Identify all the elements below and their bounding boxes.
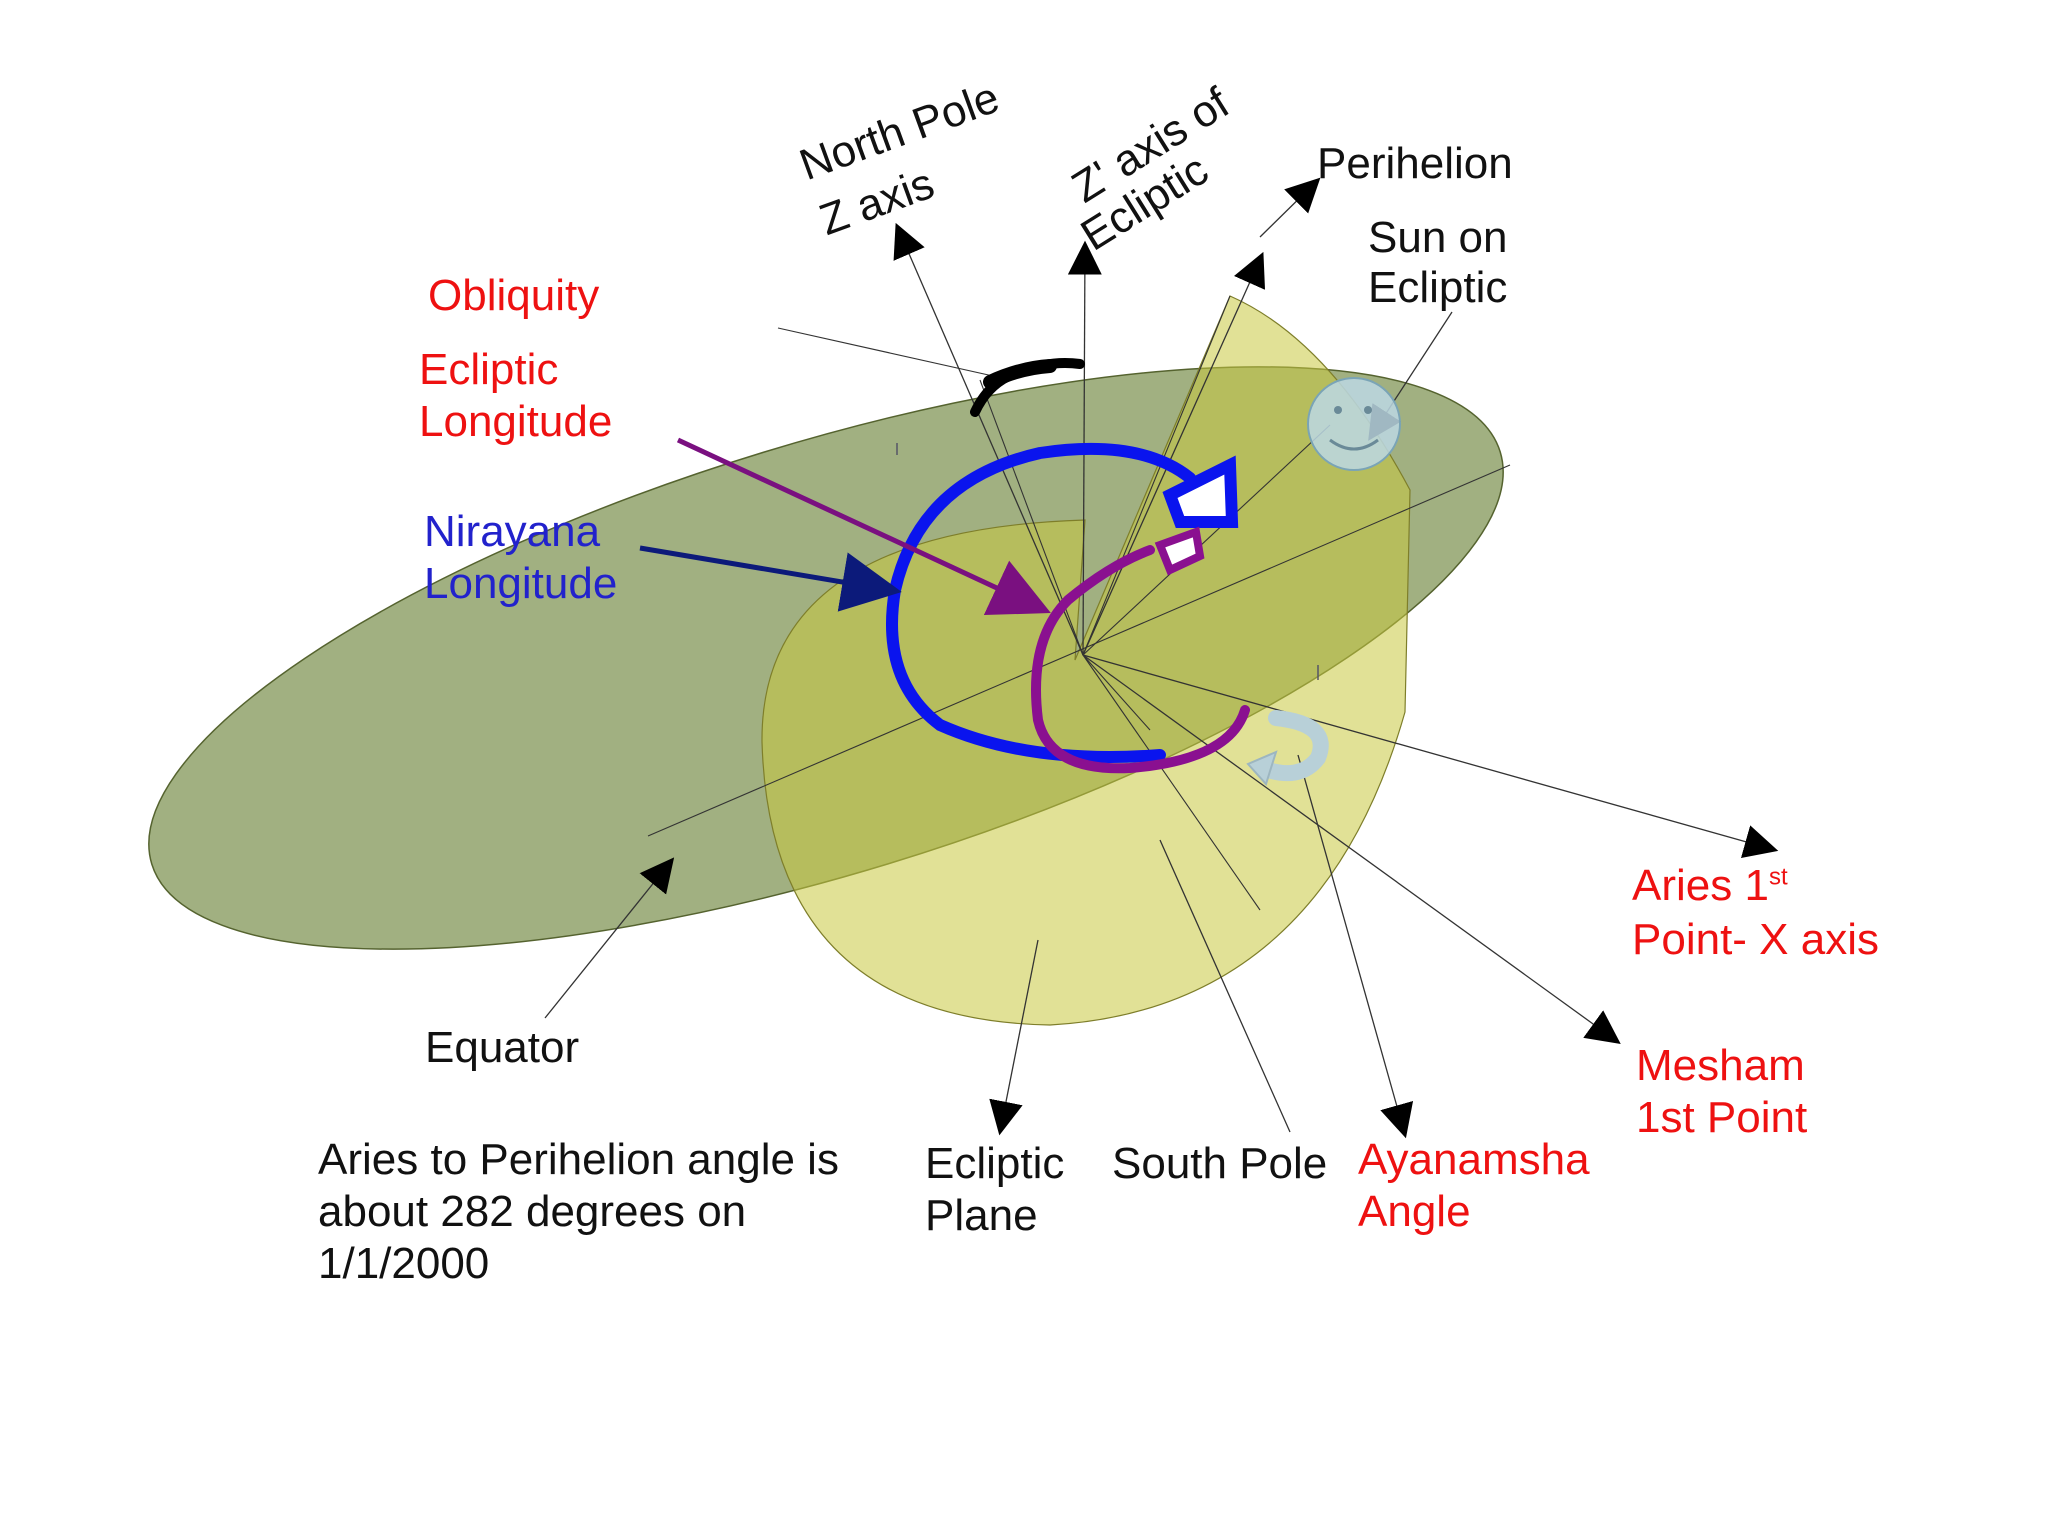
ecliptic-longitude-pointer — [676, 437, 1051, 616]
nirayana-label-2: Longitude — [424, 559, 618, 608]
sun-on-label: Sun on — [1368, 213, 1508, 262]
aries-first-point-label: Aries 1st — [1632, 860, 1788, 912]
equator-label: Equator — [425, 1023, 580, 1072]
note-line-3: 1/1/2000 — [318, 1239, 490, 1288]
tick-marks — [896, 443, 1319, 680]
nirayana-pointer — [639, 545, 902, 612]
ayanamsha-label-2: Angle — [1358, 1187, 1471, 1236]
nirayana-label-1: Nirayana — [424, 507, 601, 556]
ayanamsha-curved-arrow — [1246, 710, 1329, 786]
sun-ecliptic-label: Ecliptic — [1368, 263, 1508, 312]
mesham-axis — [1082, 654, 1621, 1044]
perihelion-label: Perihelion — [1317, 139, 1513, 188]
ecliptic-plane-pointer — [989, 939, 1039, 1136]
ecliptic-plane-label-1: Ecliptic — [925, 1139, 1065, 1188]
obliquity-marker-thick — [983, 359, 1057, 389]
mesham-label-1: Mesham — [1636, 1041, 1805, 1090]
ecliptic-plane — [761, 295, 1411, 1026]
obliquity-label: Obliquity — [428, 271, 600, 320]
aries-superscript: st — [1768, 863, 1788, 891]
perihelion-pointer — [1259, 177, 1321, 238]
note-line-1: Aries to Perihelion angle is — [318, 1135, 839, 1184]
south-pole-label: South Pole — [1112, 1139, 1328, 1188]
north-pole-axis — [893, 222, 1084, 656]
aries-x-axis — [1082, 654, 1779, 859]
south-pole-line — [1159, 839, 1291, 1133]
aries-text-1: Aries 1 — [1632, 861, 1769, 910]
ecliptic-longitude-label-2: Longitude — [419, 397, 613, 446]
perihelion-axis — [1082, 251, 1266, 656]
ayanamsha-pointer — [1297, 754, 1414, 1139]
sun-icon — [1307, 377, 1401, 471]
aries-x-axis-label: Point- X axis — [1632, 915, 1879, 964]
note-line-2: about 282 degrees on — [318, 1187, 747, 1236]
ecliptic-plane-label-2: Plane — [925, 1191, 1038, 1240]
ayanamsha-label-1: Ayanamsha — [1358, 1135, 1590, 1184]
ecliptic-longitude-label-1: Ecliptic — [419, 345, 559, 394]
equator-pointer — [544, 857, 675, 1019]
ecliptic-longitude-arc — [1031, 526, 1250, 774]
mesham-label-2: 1st Point — [1636, 1093, 1808, 1142]
